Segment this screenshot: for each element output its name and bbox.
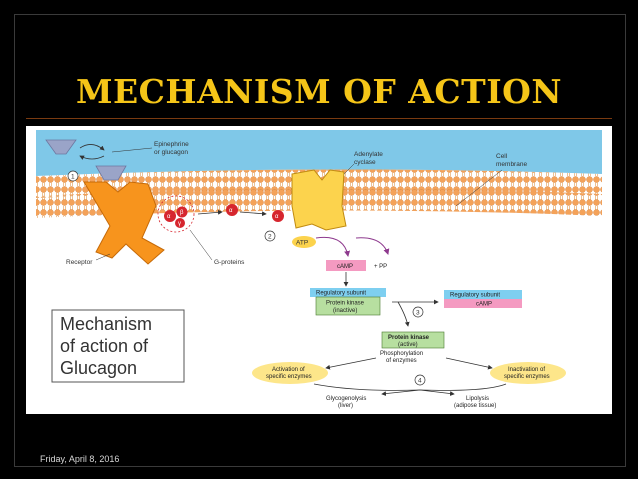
reg-subunit-box-left: [310, 288, 386, 297]
binding-arrow: [79, 144, 105, 151]
atp-label: ATP: [296, 240, 308, 247]
step-1-marker: [67, 170, 79, 182]
step-4-label: 4: [418, 378, 422, 385]
activation-oval: [252, 362, 328, 384]
activation-label-2: specific enzymes: [266, 374, 312, 380]
inactivation-arrow: [445, 357, 493, 370]
receptor-icon: [83, 181, 165, 265]
pk-active-box: [381, 331, 445, 349]
glycogenolysis-label-2: (liver): [338, 403, 353, 409]
cell-membrane-label-2: membrane: [496, 161, 527, 168]
inactivation-label: Inactivation of: [508, 367, 545, 373]
extracellular-region: [36, 130, 602, 176]
beta-label: β: [180, 210, 184, 216]
inactivation-label-2: specific enzymes: [504, 374, 550, 380]
phosphorylation-label-2: of enzymes: [386, 358, 417, 364]
inactivation-oval: [490, 362, 566, 384]
lipolysis-label-2: (adipose tissue): [454, 403, 496, 409]
pk-active-label-2: (active): [398, 342, 418, 348]
reg-subunit-right-label: Regulatory subunit: [450, 293, 500, 299]
receptor-label: Receptor: [66, 259, 93, 266]
epinephrine-leader: [111, 147, 153, 153]
glycogenolysis-arrow: [381, 389, 421, 396]
glucagon-ligand-icon: [45, 139, 77, 155]
gamma-label: γ: [178, 221, 181, 227]
activation-label: Activation of: [272, 367, 305, 373]
step-1-label: 1: [71, 174, 75, 181]
pk-inactive-box: [315, 296, 381, 316]
atp-oval: [292, 236, 316, 248]
bound-ligand-icon: [95, 165, 127, 181]
slide-title: MECHANISM OF ACTION: [75, 72, 563, 111]
release-arrow: [79, 155, 105, 160]
reg-subunit-left-label: Regulatory subunit: [316, 291, 366, 297]
pp-arrow: [355, 237, 390, 255]
g-gamma-icon: [175, 218, 185, 228]
step-4-marker: [414, 374, 426, 386]
caption-line-1: Mechanism: [60, 314, 152, 334]
alpha-active-label: α: [229, 208, 233, 214]
caption-line-3: Glucagon: [60, 358, 137, 378]
camp-box: [326, 260, 366, 271]
caption-line-2: of action of: [60, 336, 149, 356]
g-protein-arrow-1: [197, 209, 223, 215]
g-proteins-leader: [189, 229, 213, 261]
lipolysis-label: Lipolysis: [466, 396, 489, 402]
title-divider: [26, 118, 612, 119]
adenylate-label: Adenylate: [354, 151, 383, 158]
caption-box: [51, 309, 185, 383]
g-protein-boundary: [157, 195, 195, 233]
cell-membrane-label: Cell: [496, 153, 508, 160]
adenylate-cyclase-icon: [291, 169, 347, 231]
pk-inactive-label: Protein kinase: [326, 301, 365, 307]
glucagon-mechanism-diagram: α β γ α α 1 2 Epinephrine or glucagon Ad…: [36, 130, 602, 409]
phosphorylation-label: Phosphorylation: [380, 351, 423, 357]
glycogenolysis-label: Glycogenolysis: [326, 396, 366, 402]
step-3-marker: [412, 306, 424, 318]
reg-subunit-box-right: [444, 290, 522, 299]
slide-date: Friday, April 8, 2016: [40, 454, 120, 464]
alpha-label: α: [167, 214, 171, 220]
pp-label: + PP: [374, 264, 387, 270]
membrane-leader: [455, 169, 503, 207]
step-4-curve: [313, 383, 507, 391]
camp-label: cAMP: [337, 264, 353, 270]
pk-active-label: Protein kinase: [388, 335, 430, 341]
camp-right-label: cAMP: [476, 302, 492, 308]
alpha-bound-label: α: [275, 214, 279, 220]
adenylate-label-2: cyclase: [354, 159, 376, 166]
step-2-marker: [264, 230, 276, 242]
epinephrine-label: Epinephrine: [154, 141, 189, 148]
g-alpha-icon: [164, 210, 176, 222]
lipolysis-arrow: [419, 389, 455, 396]
camp-right-box: [444, 299, 522, 308]
pk-inactive-label-2: (inactive): [333, 308, 357, 314]
receptor-leader: [95, 253, 111, 261]
step-3-down-arrow: [397, 301, 410, 327]
g-alpha-active-icon: [226, 204, 238, 216]
g-alpha-bound-icon: [272, 210, 284, 222]
step-3-label: 3: [416, 310, 420, 317]
diagram-panel: α β γ α α 1 2 Epinephrine or glucagon Ad…: [26, 126, 612, 414]
activation-arrow: [325, 357, 377, 370]
g-beta-icon: [176, 206, 188, 218]
epinephrine-label-2: or glucagon: [154, 149, 188, 156]
adenylate-leader: [343, 163, 355, 175]
step-2-label: 2: [268, 234, 272, 241]
g-proteins-label: G-proteins: [214, 259, 245, 266]
g-protein-arrow-2: [239, 211, 267, 217]
atp-to-camp-arrow: [315, 236, 351, 257]
